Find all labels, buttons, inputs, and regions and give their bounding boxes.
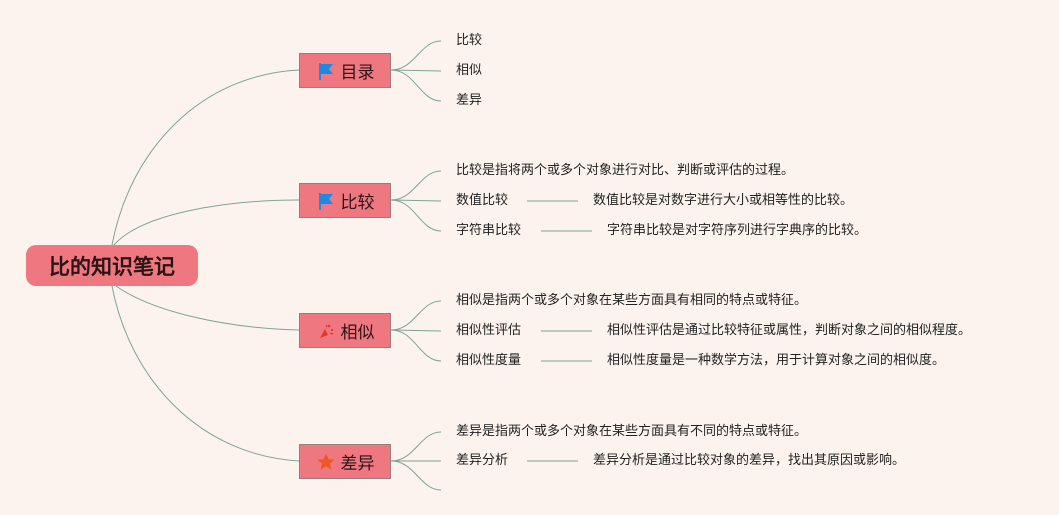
leaf-numeric-compare[interactable]: 数值比较 [456, 193, 509, 208]
leaf-similarity-evaluation[interactable]: 相似性评估 [456, 323, 522, 338]
branch-label: 差异 [340, 454, 375, 474]
leaf-difference-analysis[interactable]: 差异分析 [456, 453, 509, 468]
party-popper-icon [316, 321, 336, 341]
branch-node-compare[interactable]: 比较 [299, 183, 391, 218]
link-root-to-similar [115, 285, 300, 331]
desc-string-compare[interactable]: 字符串比较是对字符序列进行字典序的比较。 [607, 223, 868, 238]
desc-similarity-measure[interactable]: 相似性度量是一种数学方法，用于计算对象之间的相似度。 [607, 353, 946, 368]
branch-node-catalog[interactable]: 目录 [299, 53, 391, 88]
branch-label: 目录 [340, 63, 375, 83]
branch-label: 比较 [340, 193, 375, 213]
desc-numeric-compare[interactable]: 数值比较是对数字进行大小或相等性的比较。 [593, 193, 854, 208]
leaf-catalog-similar[interactable]: 相似 [456, 63, 483, 78]
root-label: 比的知识笔记 [49, 254, 175, 279]
leaf-differ-definition[interactable]: 差异是指两个或多个对象在某些方面具有不同的特点或特征。 [456, 424, 808, 439]
branch-node-similar[interactable]: 相似 [299, 313, 391, 348]
leaf-similar-definition[interactable]: 相似是指两个或多个对象在某些方面具有相同的特点或特征。 [456, 293, 808, 308]
branch-node-differ[interactable]: 差异 [299, 444, 391, 479]
leaf-compare-definition[interactable]: 比较是指将两个或多个对象进行对比、判断或评估的过程。 [456, 163, 795, 178]
flag-icon [316, 61, 336, 81]
desc-difference-analysis[interactable]: 差异分析是通过比较对象的差异，找出其原因或影响。 [593, 453, 906, 468]
root-node[interactable]: 比的知识笔记 [26, 245, 198, 286]
leaf-string-compare[interactable]: 字符串比较 [456, 223, 522, 238]
leaf-catalog-differ[interactable]: 差异 [456, 93, 483, 108]
leaf-catalog-compare[interactable]: 比较 [456, 33, 483, 48]
link-root-to-compare [113, 199, 300, 246]
star-icon [316, 452, 336, 472]
desc-similarity-evaluation[interactable]: 相似性评估是通过比较特征或属性，判断对象之间的相似程度。 [607, 323, 972, 338]
branch-label: 相似 [340, 323, 375, 343]
link-root-to-differ [111, 285, 300, 462]
leaf-similarity-measure[interactable]: 相似性度量 [456, 353, 522, 368]
link-root-to-catalog [111, 69, 300, 246]
flag-icon [316, 191, 336, 211]
